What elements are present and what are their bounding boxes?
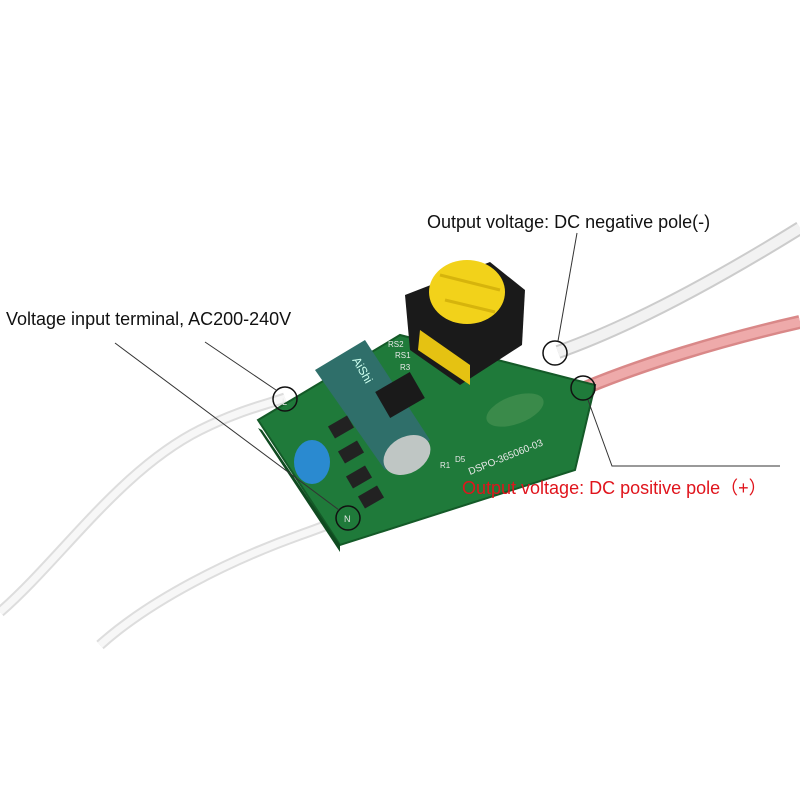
svg-text:RS2: RS2 <box>388 340 404 349</box>
leader-line-l <box>204 341 277 391</box>
callout-circle-negative <box>542 340 568 366</box>
leader-line-n <box>114 342 340 511</box>
callout-circle-n <box>335 505 361 531</box>
svg-text:R3: R3 <box>400 363 411 372</box>
terminal-n: N <box>344 514 351 524</box>
svg-text:RS1: RS1 <box>395 351 411 360</box>
leader-line-negative <box>557 232 578 342</box>
input-terminal-label: Voltage input terminal, AC200-240V <box>6 309 292 329</box>
y-capacitor <box>294 440 330 484</box>
positive-pole-label: Output voltage: DC positive pole（+） <box>462 478 767 498</box>
input-wire-l <box>0 392 287 617</box>
callout-circle-positive <box>570 375 596 401</box>
callout-circle-l <box>272 386 298 412</box>
svg-text:R1: R1 <box>440 461 451 470</box>
input-wire-n <box>96 511 350 650</box>
leader-line-positive <box>587 399 780 467</box>
output-capacitor <box>486 393 544 427</box>
electrolytic-capacitor: AiShi <box>315 340 431 475</box>
negative-pole-label: Output voltage: DC negative pole(-) <box>427 212 711 232</box>
transformer <box>405 260 525 385</box>
terminal-l: L <box>282 397 287 407</box>
svg-text:D5: D5 <box>455 455 466 464</box>
